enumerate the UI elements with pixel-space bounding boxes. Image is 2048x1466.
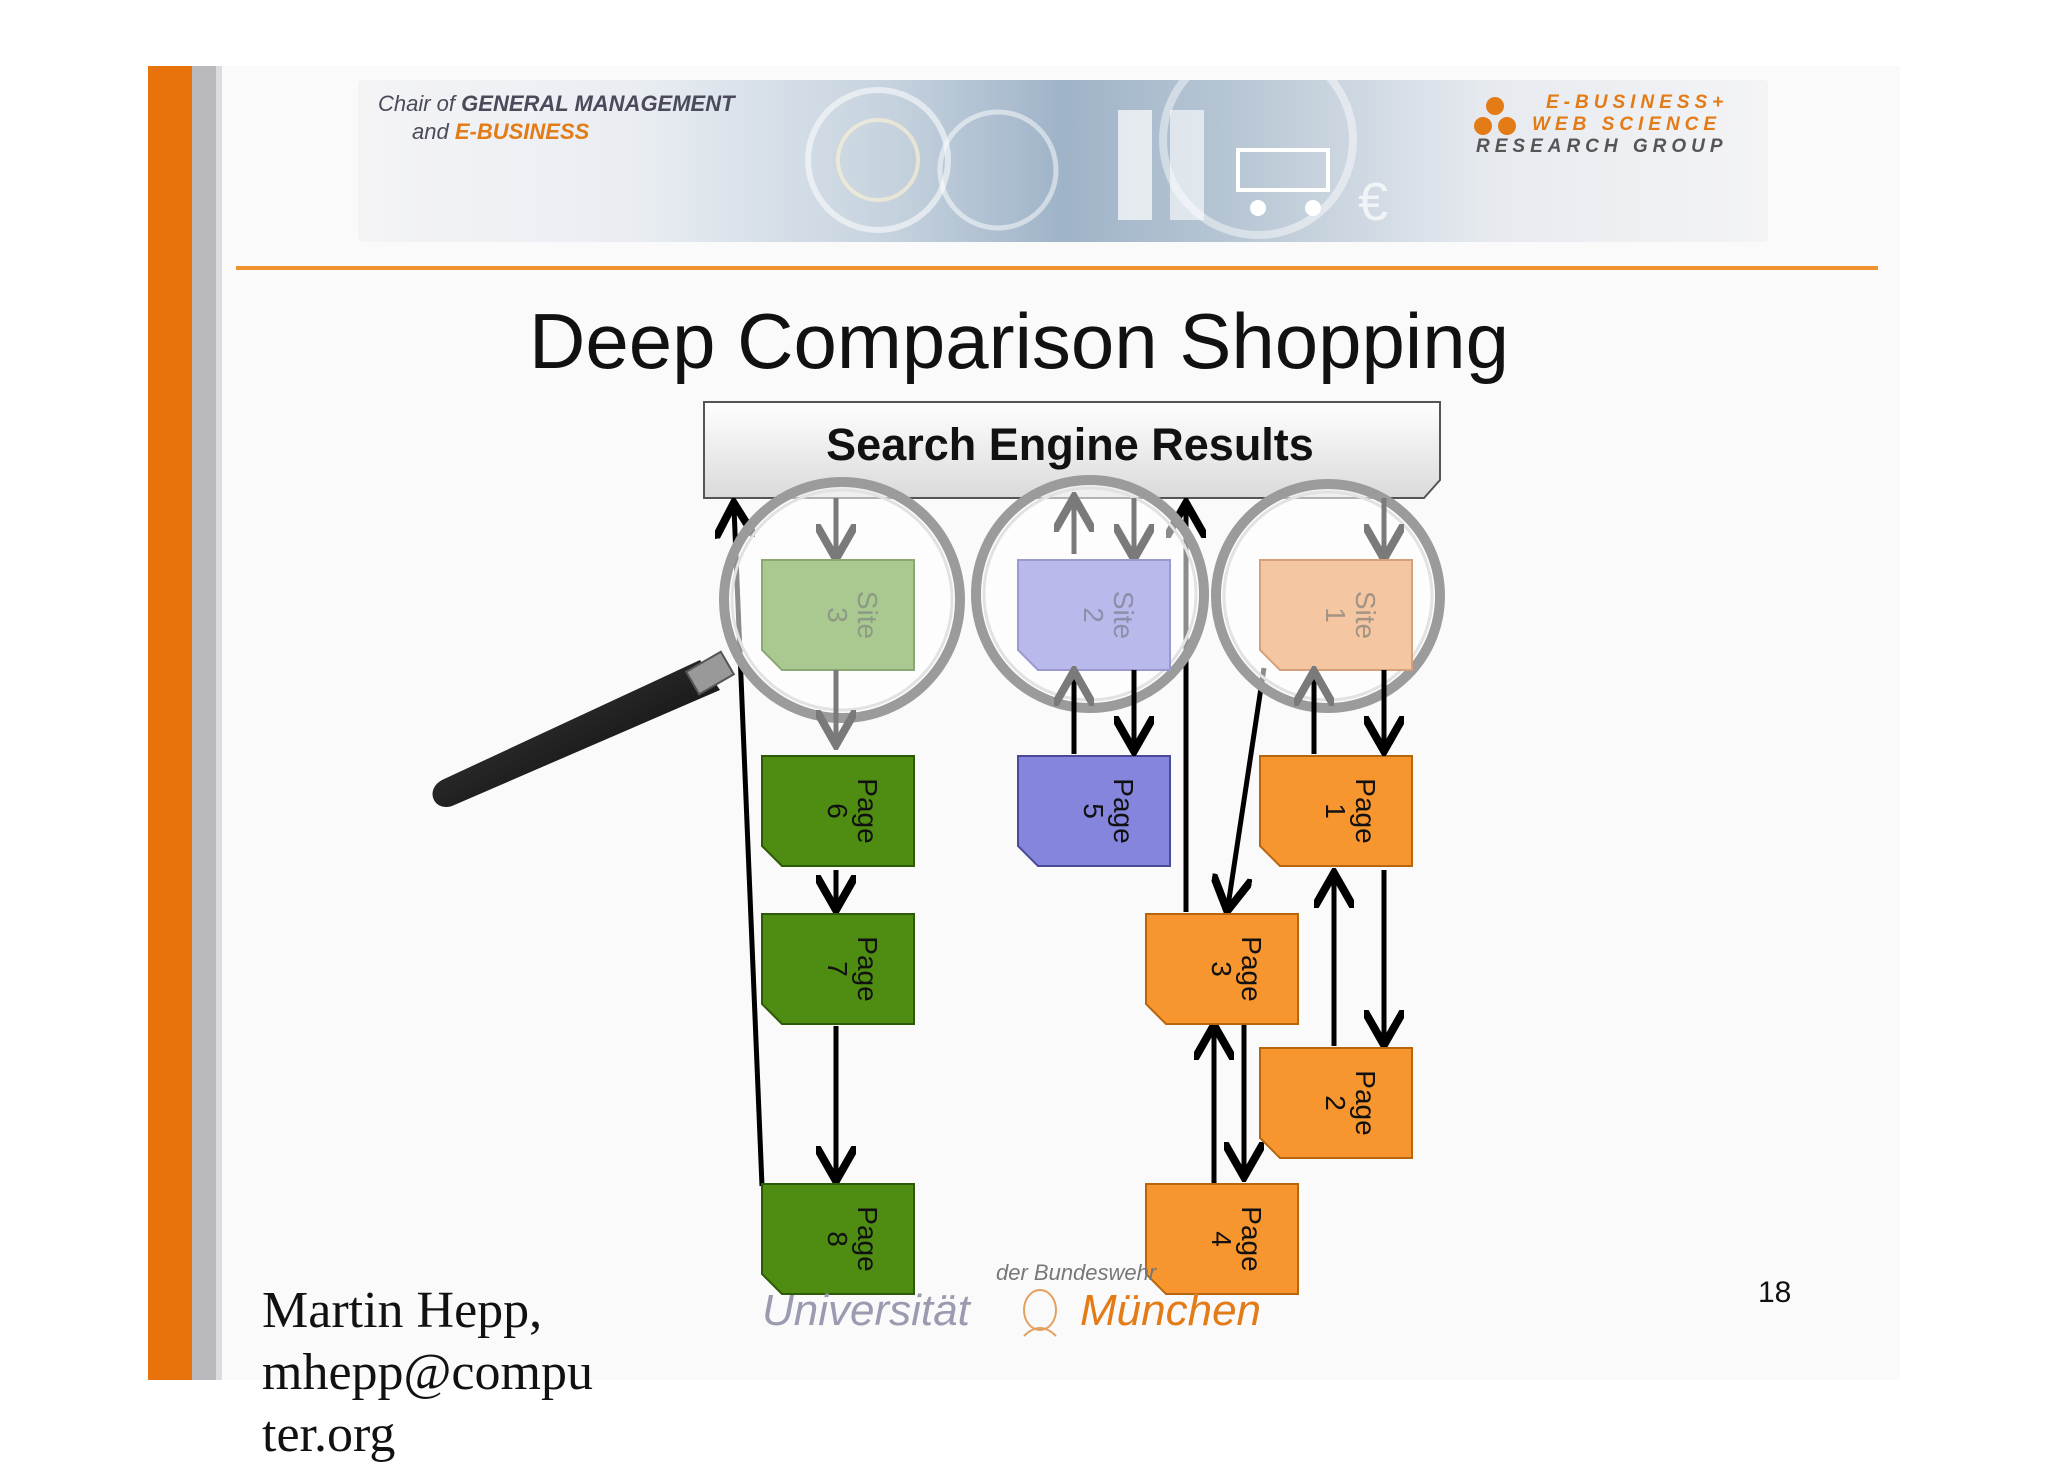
svg-text:Site2: Site2 <box>1078 591 1139 639</box>
page-7: Page7 <box>761 913 915 1025</box>
group-line1: E-BUSINESS+ <box>1546 92 1729 113</box>
page-3: Page3 <box>1145 913 1299 1025</box>
page-2-label: Page <box>1350 1070 1381 1135</box>
university-seal-icon <box>1023 1289 1057 1337</box>
group-line3: RESEARCH GROUP <box>1476 136 1728 157</box>
svg-text:Page3: Page3 <box>1206 936 1267 1001</box>
svg-text:Page6: Page6 <box>822 778 883 843</box>
banner-artwork: € <box>805 80 1388 239</box>
lens-site-1: Site1 <box>1211 479 1445 754</box>
group-line2: WEB SCIENCE <box>1532 114 1722 135</box>
site-1-number: 1 <box>1320 607 1351 623</box>
page-6-label: Page <box>852 778 883 843</box>
svg-text:Page2: Page2 <box>1320 1070 1381 1135</box>
svg-text:€: € <box>1358 172 1388 232</box>
svg-text:Page1: Page1 <box>1320 778 1381 843</box>
search-engine-results-box: Search Engine Results <box>703 401 1441 499</box>
slide-background <box>148 66 1900 1380</box>
group-logo-icon <box>1474 97 1516 135</box>
pages: Page6 Page7 Page8 Page5 Page1 Page3 Page… <box>761 755 1413 1295</box>
page-6: Page6 <box>761 755 915 867</box>
page-4-number: 4 <box>1206 1231 1237 1247</box>
site-3-number: 3 <box>822 607 853 623</box>
page-2: Page2 <box>1259 1047 1413 1159</box>
page-number: 18 <box>1758 1276 1792 1309</box>
svg-text:Site3: Site3 <box>822 591 883 639</box>
page-3-label: Page <box>1236 936 1267 1001</box>
site-2-number: 2 <box>1078 607 1109 623</box>
research-group-logo: E-BUSINESS+ WEB SCIENCE RESEARCH GROUP <box>1474 92 1729 158</box>
slide-side-bar-light <box>216 66 222 1380</box>
page-7-number: 7 <box>822 961 853 977</box>
site-lenses: Site3 Site2 Site1 <box>719 475 1445 754</box>
page-1-number: 1 <box>1320 803 1351 819</box>
page-2-number: 2 <box>1320 1095 1351 1111</box>
page-8: Page8 <box>761 1183 915 1295</box>
author-line-1: Martin Hepp, <box>262 1282 543 1339</box>
page-8-label: Page <box>852 1206 883 1271</box>
site-2-label: Site <box>1108 591 1139 639</box>
lens-site-3: Site3 <box>719 477 965 740</box>
author-credit: Martin Hepp, mhepp@compu ter.org <box>262 1280 593 1466</box>
page-1-label: Page <box>1350 778 1381 843</box>
university-prefix: der Bundeswehr <box>996 1260 1157 1285</box>
chair-line2-prefix: and <box>412 119 449 144</box>
page-7-label: Page <box>852 936 883 1001</box>
page-5-label: Page <box>1108 778 1139 843</box>
page-4: Page4 <box>1145 1183 1299 1295</box>
page-5-number: 5 <box>1078 803 1109 819</box>
svg-text:Page4: Page4 <box>1206 1206 1267 1271</box>
slide-title: Deep Comparison Shopping <box>529 297 1509 385</box>
slide-side-bar-grey <box>192 66 216 1380</box>
header-banner: € <box>358 80 1768 242</box>
page-4-label: Page <box>1236 1206 1267 1271</box>
svg-text:Page7: Page7 <box>822 936 883 1001</box>
university-part2: München <box>1080 1286 1262 1335</box>
page-8-number: 8 <box>822 1231 853 1247</box>
svg-text:Page5: Page5 <box>1078 778 1139 843</box>
site-3-label: Site <box>852 591 883 639</box>
slide-side-bar-orange <box>148 66 192 1380</box>
svg-text:Site1: Site1 <box>1320 591 1381 639</box>
university-part1: Universität <box>762 1286 970 1335</box>
chair-line1-strong: GENERAL MANAGEMENT <box>461 91 735 116</box>
magnifier-handle <box>432 650 736 808</box>
page-6-number: 6 <box>822 803 853 819</box>
arrow-site1-to-page3 <box>1228 667 1267 906</box>
page-1: Page1 <box>1259 755 1413 867</box>
site-1-label: Site <box>1350 591 1381 639</box>
page-5: Page5 <box>1017 755 1171 867</box>
lens-site-2: Site2 <box>971 475 1209 754</box>
author-line-3: ter.org <box>262 1406 396 1463</box>
chair-line1-prefix: Chair of <box>378 91 456 116</box>
page-3-number: 3 <box>1206 961 1237 977</box>
search-engine-results-label: Search Engine Results <box>826 419 1314 470</box>
header-rule <box>236 266 1878 270</box>
chair-logo: Chair of GENERAL MANAGEMENT and E-BUSINE… <box>378 90 735 146</box>
author-line-2: mhepp@compu <box>262 1344 593 1401</box>
svg-text:Page8: Page8 <box>822 1206 883 1271</box>
chair-line2-strong: E-BUSINESS <box>454 119 590 144</box>
